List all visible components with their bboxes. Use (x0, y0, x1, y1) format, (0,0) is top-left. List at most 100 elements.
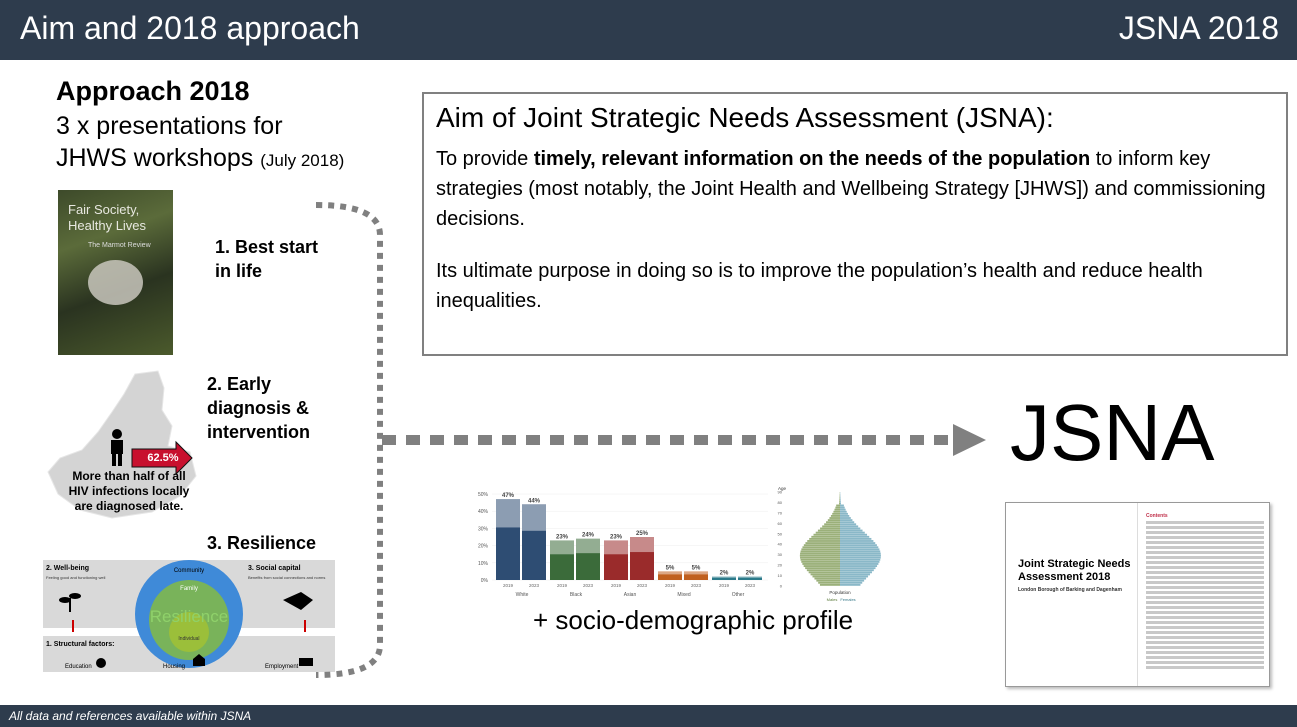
step-resilience: 3. Resilience (207, 533, 317, 553)
step-two-line3: intervention (207, 422, 311, 442)
x-axis-label: Population (829, 590, 851, 595)
pyramid-bar-females (840, 514, 850, 517)
pyramid-bar-females (840, 502, 841, 505)
pyramid-bar-males (800, 552, 840, 555)
bar-segment (576, 538, 600, 554)
aim-paragraph-2: Its ultimate purpose in doing so is to i… (436, 260, 1203, 312)
bar-segment (738, 576, 762, 578)
pyramid-bar-males (836, 504, 840, 507)
pyramid-bar-females (840, 523, 857, 526)
y-tick-label: 20 (778, 563, 783, 568)
hiv-text-line2: HIV infections locally (68, 484, 190, 498)
pyramid-bar-females (840, 558, 881, 561)
pyramid-bar-males (827, 519, 840, 522)
bar-value-label: 5% (666, 565, 675, 571)
pyramid-bar-males (824, 523, 840, 526)
pyramid-bar-females (840, 535, 870, 538)
money-icon (299, 658, 313, 666)
pyramid-bar-males (830, 514, 840, 517)
y-tick-label: 30 (778, 552, 783, 557)
community-label: Community (174, 568, 204, 574)
header-right-label: JSNA 2018 (1118, 10, 1279, 46)
bar-segment (550, 540, 574, 555)
hiv-text-line3: are diagnosed late. (74, 499, 184, 513)
social-capital-label: 3. Social capital (248, 565, 301, 572)
pyramid-bar-females (840, 571, 872, 574)
approach-subtitle-line1: 3 x presentations for (56, 112, 283, 140)
pyramid-bar-males (800, 556, 840, 559)
aim-heading: Aim of Joint Strategic Needs Assessment … (436, 102, 1054, 133)
group-label: Asian (624, 592, 637, 598)
x-tick-label: 2019 (557, 583, 568, 588)
borough-map: 62.5% More than half of all HIV infectio… (40, 368, 198, 520)
bar-value-label: 23% (610, 534, 623, 540)
pyramid-bar-males (809, 537, 840, 540)
pyramid-bar-males (812, 575, 840, 578)
borough-outline (47, 370, 197, 519)
bar-value-label: 24% (582, 533, 595, 539)
plant-icon (59, 593, 81, 612)
y-tick-label: 20% (478, 544, 489, 550)
pyramid-bar-males (834, 508, 840, 511)
pyramid-bar-females (840, 554, 881, 557)
bar (712, 576, 736, 580)
hiv-text-line1: More than half of all (72, 469, 186, 483)
y-tick-label: 40% (478, 509, 489, 515)
education-label: Education (65, 664, 92, 670)
pyramid-bar-males (810, 573, 840, 576)
y-tick-label: 80 (778, 500, 783, 505)
pyramid-bar-males (815, 531, 840, 534)
aim-p1-post: to inform key strategies (most notably, … (436, 148, 1266, 230)
pyramid-bar-females (840, 575, 869, 578)
step-one-line1: 1. Best start (215, 237, 319, 257)
footer-note: All data and references available within… (0, 705, 1297, 727)
pyramid-bar-females (840, 550, 881, 553)
bar (604, 540, 628, 580)
bar-value-label: 2% (720, 571, 729, 577)
step-best-start: 1. Best start in life (215, 235, 318, 283)
step-one-line2: in life (215, 261, 263, 281)
step-early-diagnosis: 2. Early diagnosis & intervention (207, 372, 310, 444)
pyramid-bar-males (800, 550, 840, 553)
document-title-line1: Joint Strategic Needs (1018, 558, 1131, 570)
y-tick-label: 0% (481, 578, 489, 584)
x-tick-label: 2023 (583, 583, 594, 588)
pyramid-bar-females (840, 573, 871, 576)
social-capital-sub: Benefits from social connections and nor… (248, 575, 325, 580)
bar-segment (630, 537, 654, 553)
pyramid-bar-females (840, 533, 868, 536)
bar (684, 571, 708, 580)
pyramid-bar-females (840, 519, 853, 522)
document-contents-label: Contents (1146, 513, 1168, 519)
pyramid-bar-females (840, 542, 876, 545)
bar-value-label: 2% (746, 571, 755, 577)
pyramid-bar-females (840, 565, 878, 567)
pyramid-bar-males (807, 540, 840, 542)
housing-label: Housing (163, 664, 185, 670)
pyramid-bar-males (832, 512, 840, 515)
jsna-big-label: JSNA (1010, 388, 1215, 477)
aim-p1-pre: To provide (436, 148, 534, 170)
person-icon (111, 429, 123, 466)
pyramid-bar-females (840, 583, 861, 586)
step-two-line1: 2. Early (207, 374, 272, 394)
pyramid-bar-females (840, 500, 841, 503)
pyramid-bar-males (833, 510, 840, 513)
approach-subtitle-small: (July 2018) (260, 151, 345, 170)
slide-header: Aim and 2018 approach JSNA 2018 (0, 0, 1297, 60)
pyramid-bar-females (840, 548, 880, 551)
pyramid-bar-females (840, 556, 881, 559)
pyramid-bar-females (840, 517, 851, 519)
document-title-line2: Assessment 2018 (1018, 571, 1111, 583)
pyramid-bar-males (800, 558, 840, 561)
house-icon (193, 654, 205, 666)
approach-subtitle: 3 x presentations for JHWS workshops (Ju… (56, 110, 396, 177)
pyramid-bar-males (799, 554, 840, 557)
pyramid-bar-females (840, 567, 876, 570)
pyramid-bar-males (803, 565, 840, 567)
bar (738, 576, 762, 580)
bar (496, 499, 520, 580)
approach-subtitle-line2: JHWS workshops (56, 144, 254, 172)
bar (522, 504, 546, 580)
